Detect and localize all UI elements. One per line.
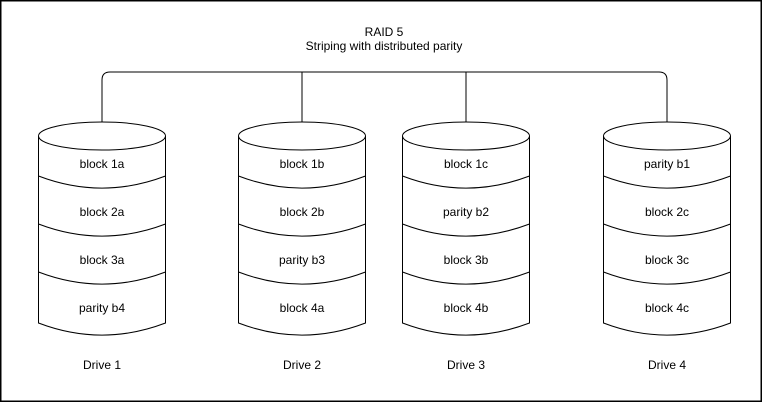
block-label: block 1c xyxy=(444,157,488,171)
drive-4-divider xyxy=(603,223,731,237)
block-label: parity b2 xyxy=(443,205,489,219)
block-label: block 4b xyxy=(444,301,489,315)
drive-3-cylinder-top xyxy=(402,121,530,151)
drive-label: Drive 1 xyxy=(83,358,121,372)
block-label: parity b1 xyxy=(644,157,690,171)
drive-3-divider xyxy=(402,175,530,189)
drive-1-cylinder xyxy=(38,136,166,336)
drive-label: Drive 4 xyxy=(648,358,686,372)
drive-4-cylinder-top xyxy=(603,121,731,151)
drive-1-cylinder-top xyxy=(38,121,166,151)
block-label: block 2c xyxy=(645,205,689,219)
drive-3-group: block 1c parity b2 block 3b block 4b Dri… xyxy=(402,121,530,372)
diagram-title: RAID 5 xyxy=(365,25,404,39)
block-label: block 3a xyxy=(80,253,125,267)
drive-2-cylinder-top xyxy=(238,121,366,151)
drive-3-cylinder xyxy=(402,136,530,336)
drive-1-divider xyxy=(38,223,166,237)
drive-4-divider xyxy=(603,271,731,285)
block-label: block 1b xyxy=(280,157,325,171)
drive-1-divider xyxy=(38,271,166,285)
drive-2-group: block 1b block 2b parity b3 block 4a Dri… xyxy=(238,121,366,372)
block-label: parity b4 xyxy=(79,301,125,315)
drive-2-divider xyxy=(238,223,366,237)
drive-4-group: parity b1 block 2c block 3c block 4c Dri… xyxy=(603,121,731,372)
drive-3-divider xyxy=(402,271,530,285)
block-label: block 1a xyxy=(80,157,125,171)
drive-label: Drive 2 xyxy=(283,358,321,372)
drive-label: Drive 3 xyxy=(447,358,485,372)
block-label: block 3c xyxy=(645,253,689,267)
diagram-subtitle: Striping with distributed parity xyxy=(306,39,463,53)
block-label: block 2a xyxy=(80,205,125,219)
drive-1-divider xyxy=(38,175,166,189)
block-label: parity b3 xyxy=(279,253,325,267)
drive-4-divider xyxy=(603,175,731,189)
connector-line xyxy=(101,71,668,122)
block-label: block 3b xyxy=(444,253,489,267)
drive-2-divider xyxy=(238,271,366,285)
block-label: block 2b xyxy=(280,205,325,219)
block-label: block 4c xyxy=(645,301,689,315)
block-label: block 4a xyxy=(280,301,325,315)
drive-4-cylinder xyxy=(603,136,731,336)
drive-2-divider xyxy=(238,175,366,189)
drive-1-group: block 1a block 2a block 3a parity b4 Dri… xyxy=(38,121,166,372)
drive-3-divider xyxy=(402,223,530,237)
drive-2-cylinder xyxy=(238,136,366,336)
